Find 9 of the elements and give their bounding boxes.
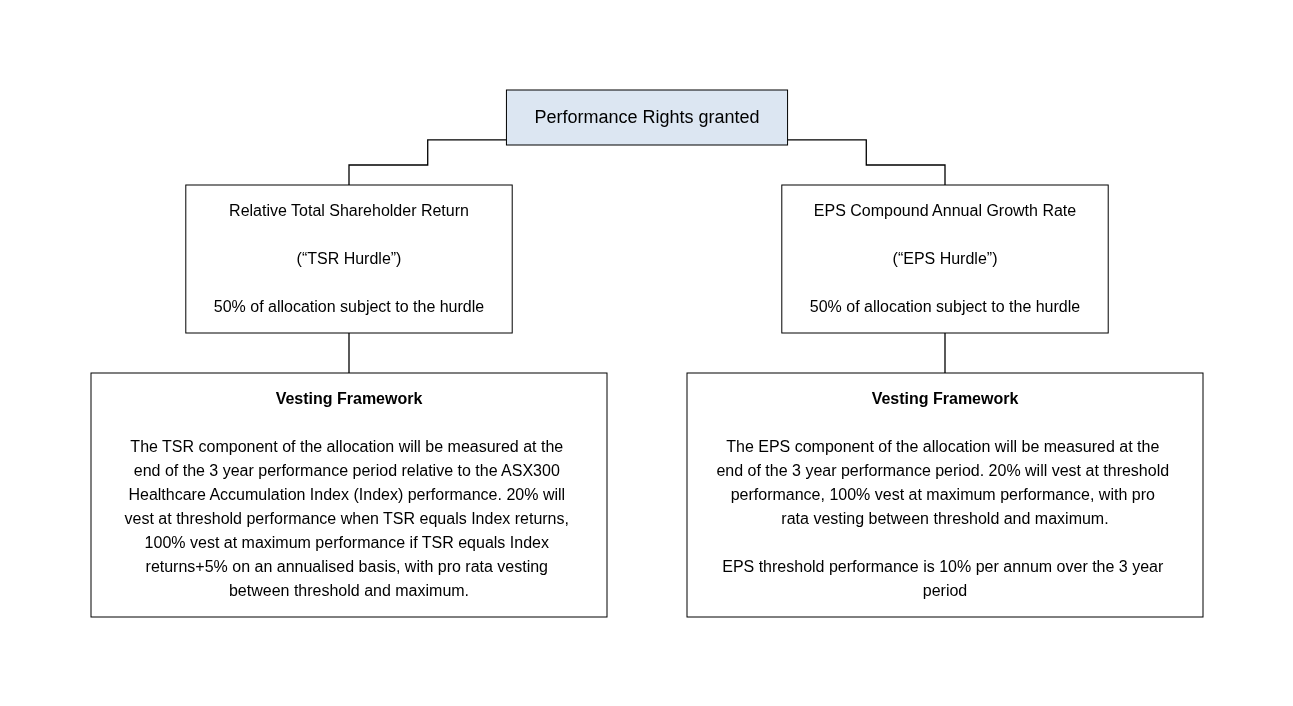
node-box: EPS Compound Annual Growth Rate (“EPS Hurdle”) 50% of allocation subject to the hurdle [780, 184, 1109, 333]
connector [943, 331, 946, 374]
node-box: Relative Total Shareholder Return (“TSR Hurdle”) 50% of allocation subject to the hurdle [184, 184, 513, 333]
connector [347, 331, 350, 374]
connector [786, 138, 946, 186]
connector [347, 138, 507, 186]
node-box: Vesting Framework The TSR component of the allocation will be measured at the end of the 3 year performance period relative to the ASX300 Healthcare Accumulation Index (Index) performance. 20% will vest at threshold performance when TSR equals Index returns, 100% vest at maximum performance if TSR equals Index returns+5% on an annualised basis, with pro rata vesting between threshold and maximum. [90, 372, 607, 617]
node-box: Vesting Framework The EPS component of the allocation will be measured at the end of the 3 year performance period. 20% will vest at threshold performance, 100% vest at maximum performance, with pro rata vesting between threshold and maximum. EPS threshold performance is 10% per annum over the 3 year period [686, 372, 1203, 617]
node-box: Performance Rights granted [505, 89, 788, 145]
